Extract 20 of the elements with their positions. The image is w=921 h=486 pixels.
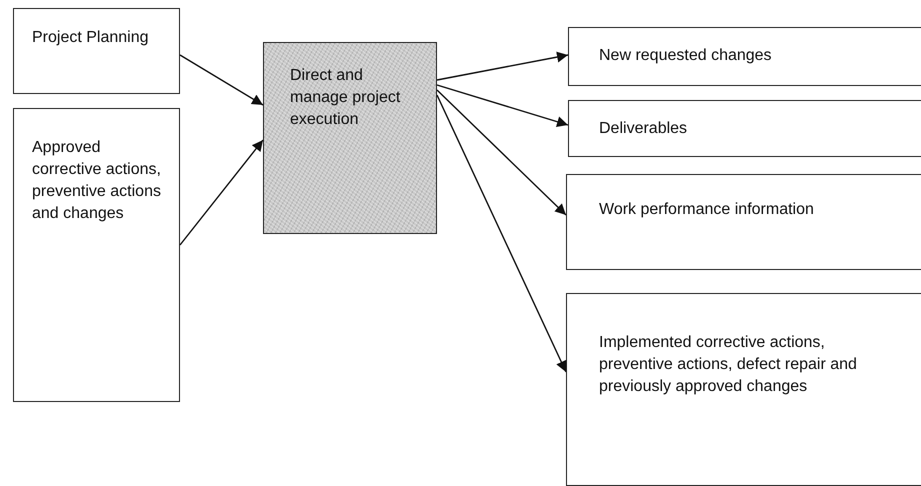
output-box <box>568 27 921 86</box>
output-box <box>566 174 921 270</box>
node-label: Approved corrective actions, preventive actions and changes <box>32 138 162 224</box>
node-label: Work performance information <box>599 200 815 220</box>
output-box <box>566 293 921 486</box>
node-label: Implemented corrective actions, preventive actions, defect repair and previously approved changes <box>599 333 858 397</box>
arrow <box>180 54 264 106</box>
arrow <box>436 84 568 128</box>
input-box <box>13 108 180 402</box>
node-label: New requested changes <box>599 46 773 66</box>
process-box <box>13 8 180 94</box>
arrow <box>436 52 568 81</box>
arrow <box>179 140 264 246</box>
arrow <box>436 94 567 372</box>
output-box <box>568 100 921 157</box>
node-label: Project Planning <box>32 28 150 48</box>
node-label: Deliverables <box>599 119 688 139</box>
arrow <box>436 90 566 216</box>
process-box <box>263 42 437 234</box>
node-label: Direct and manage project execution <box>290 66 402 130</box>
